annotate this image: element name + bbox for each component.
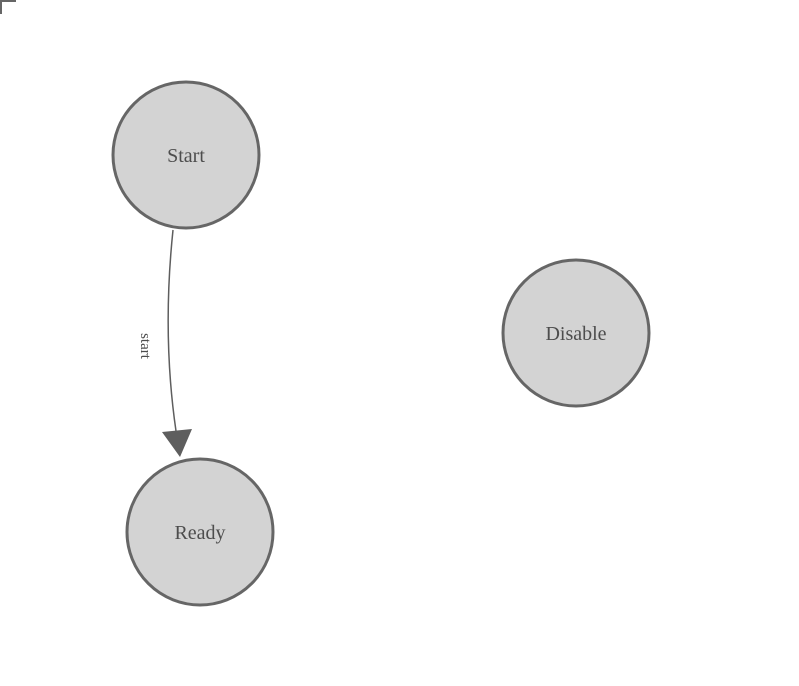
state-circle[interactable]: [501, 258, 651, 408]
state-circle[interactable]: [125, 457, 275, 607]
state-node-start[interactable]: Start: [111, 80, 261, 230]
state-node-disable[interactable]: Disable: [501, 258, 651, 408]
state-label: Disable: [545, 323, 606, 345]
edge-path[interactable]: [167, 229, 177, 432]
state-circle[interactable]: [111, 80, 261, 230]
state-label: Start: [167, 145, 205, 167]
edge-label[interactable]: start: [137, 333, 153, 360]
state-node-ready[interactable]: Ready: [125, 457, 275, 607]
state-label: Ready: [174, 522, 225, 544]
canvas-origin-corner: [0, 0, 16, 14]
transition-edge-start-to-ready[interactable]: start: [137, 229, 192, 457]
edge-arrowhead-icon: [162, 429, 192, 457]
